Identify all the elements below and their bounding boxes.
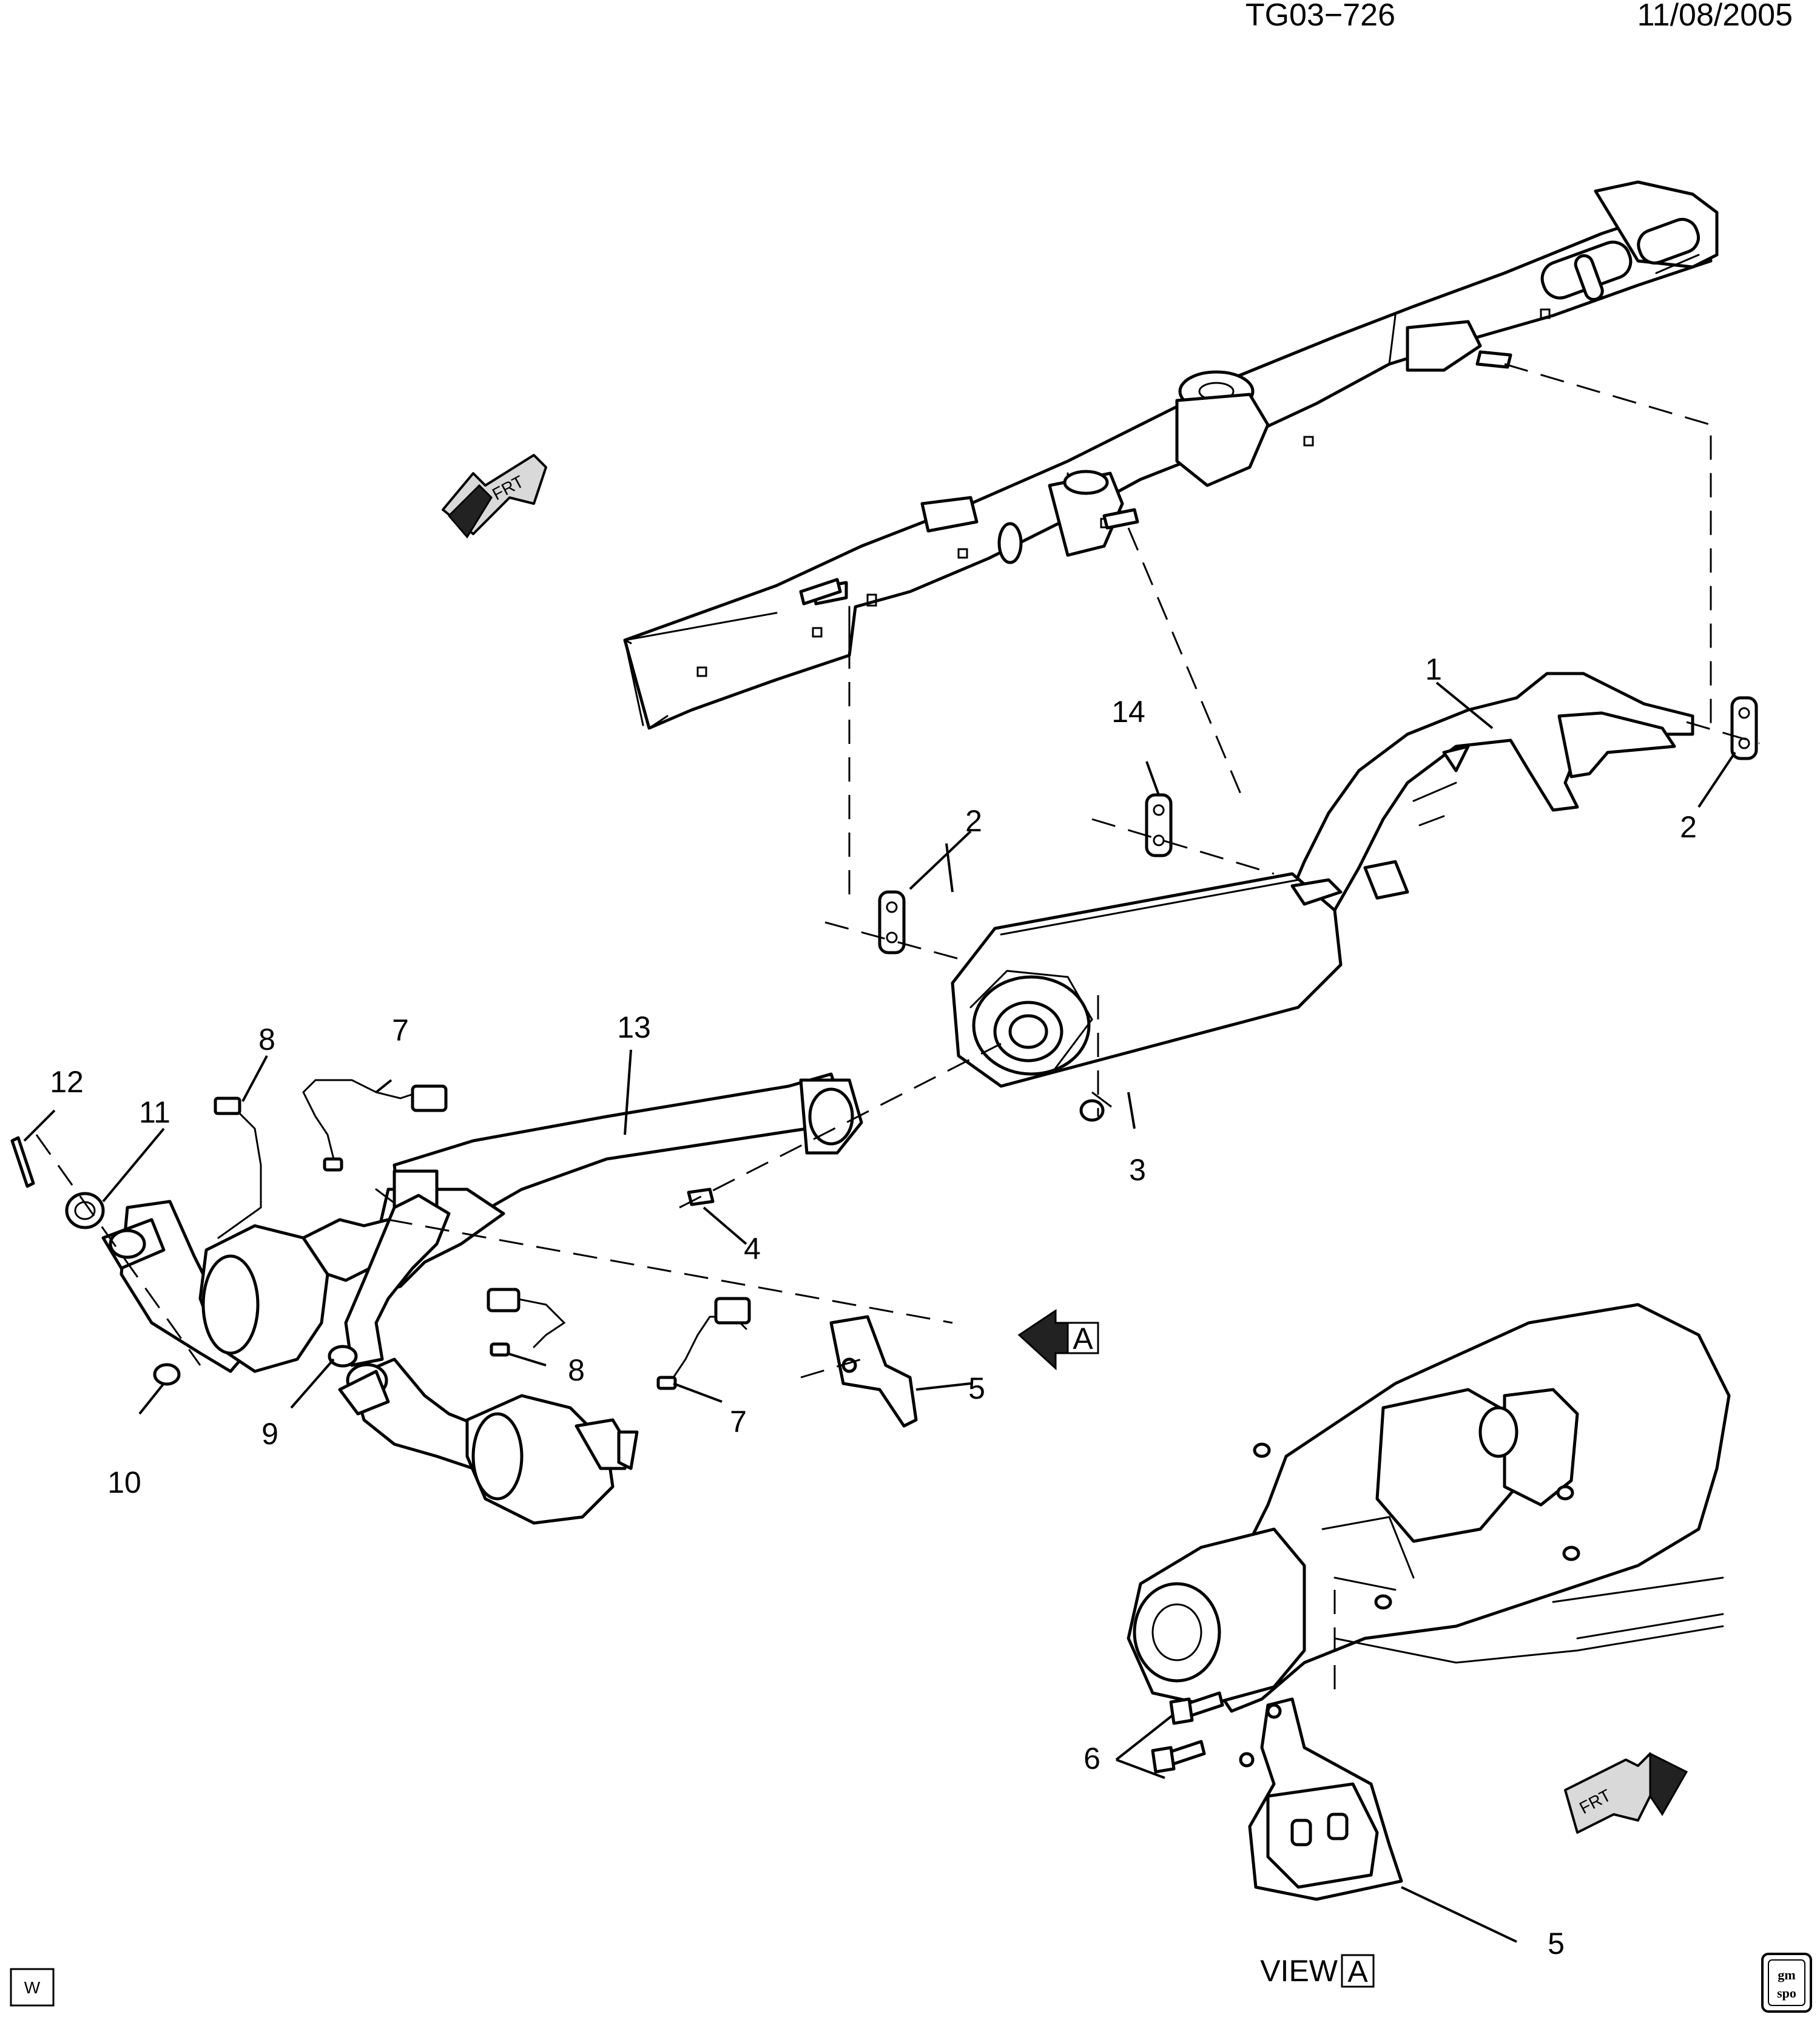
bolt-6-lower — [1151, 1740, 1206, 1774]
callout-1: 1 — [1425, 652, 1442, 686]
hanger-insulator-right — [1730, 696, 1758, 760]
oxygen-sensor-downstream-left — [302, 1079, 448, 1172]
alignment-lines — [35, 363, 1760, 1693]
oxygen-sensor-upstream-left — [214, 1096, 262, 1239]
oxygen-sensor-downstream-right — [656, 1297, 751, 1390]
callout-14: 14 — [1111, 695, 1145, 729]
callout-7-lower: 7 — [730, 1405, 747, 1439]
logo-line-2: spo — [1777, 1985, 1796, 2001]
callout-8-upper: 8 — [258, 1022, 275, 1056]
view-a-arrow: A — [1017, 1309, 1099, 1371]
view-label: VIEW — [1260, 1954, 1338, 1988]
frame-hanger-stud-mid — [1102, 508, 1139, 530]
nut-3 — [1079, 1099, 1105, 1122]
exhaust-bracket-view-a — [1239, 1697, 1403, 1901]
hanger-insulator-middle — [1145, 793, 1173, 857]
catalytic-converter-left — [101, 1200, 396, 1373]
callout-9: 9 — [261, 1417, 278, 1451]
leader-lines — [23, 681, 1736, 1943]
hanger-insulator-left — [878, 890, 906, 954]
drawing-date: 11/08/2005 — [1637, 0, 1793, 33]
callout-2-left: 2 — [965, 804, 982, 838]
callout-6: 6 — [1084, 1742, 1100, 1775]
transmission-view-a — [1127, 1303, 1731, 1713]
front-direction-arrow-bottom: FRT — [1564, 1752, 1688, 1834]
oxygen-sensor-upstream-right — [487, 1288, 566, 1357]
frame-hanger-stud-rear — [1475, 350, 1512, 369]
drawing-id: TG03−726 — [1245, 0, 1395, 33]
frame-hanger-stud-front — [799, 578, 842, 606]
vehicle-frame — [623, 180, 1719, 730]
callout-3: 3 — [1129, 1153, 1146, 1187]
callout-5-view-a: 5 — [1548, 1927, 1565, 1961]
callout-4: 4 — [744, 1232, 761, 1266]
corner-badge-text: W — [24, 1978, 41, 1997]
catalytic-converter-right — [338, 1194, 639, 1525]
view-letter: A — [1347, 1954, 1368, 1988]
frame-rail-lower — [624, 612, 778, 729]
logo-line-1: gm — [1778, 1967, 1795, 1982]
stud-12 — [10, 1136, 35, 1188]
seal-11 — [65, 1192, 105, 1229]
corner-badge-box — [10, 1968, 55, 2007]
gm-spo-logo: gm spo — [1761, 1953, 1812, 2013]
callout-13: 13 — [617, 1010, 651, 1044]
callout-8-lower: 8 — [568, 1353, 585, 1387]
exhaust-bracket-upper — [829, 1315, 918, 1428]
gasket-9 — [328, 1345, 358, 1368]
front-direction-arrow-top: FRT — [442, 454, 547, 539]
callout-11: 11 — [139, 1095, 170, 1129]
callout-7-upper: 7 — [392, 1013, 409, 1047]
callout-10: 10 — [107, 1465, 141, 1499]
view-letter-box — [1341, 1954, 1375, 1988]
view-a-arrow-letter: A — [1073, 1322, 1093, 1356]
callout-5-upper: 5 — [968, 1371, 985, 1405]
nut-10 — [153, 1363, 181, 1386]
callout-12: 12 — [50, 1065, 84, 1099]
muffler-tailpipe-assembly — [951, 672, 1694, 1088]
callout-2-right: 2 — [1680, 810, 1697, 844]
